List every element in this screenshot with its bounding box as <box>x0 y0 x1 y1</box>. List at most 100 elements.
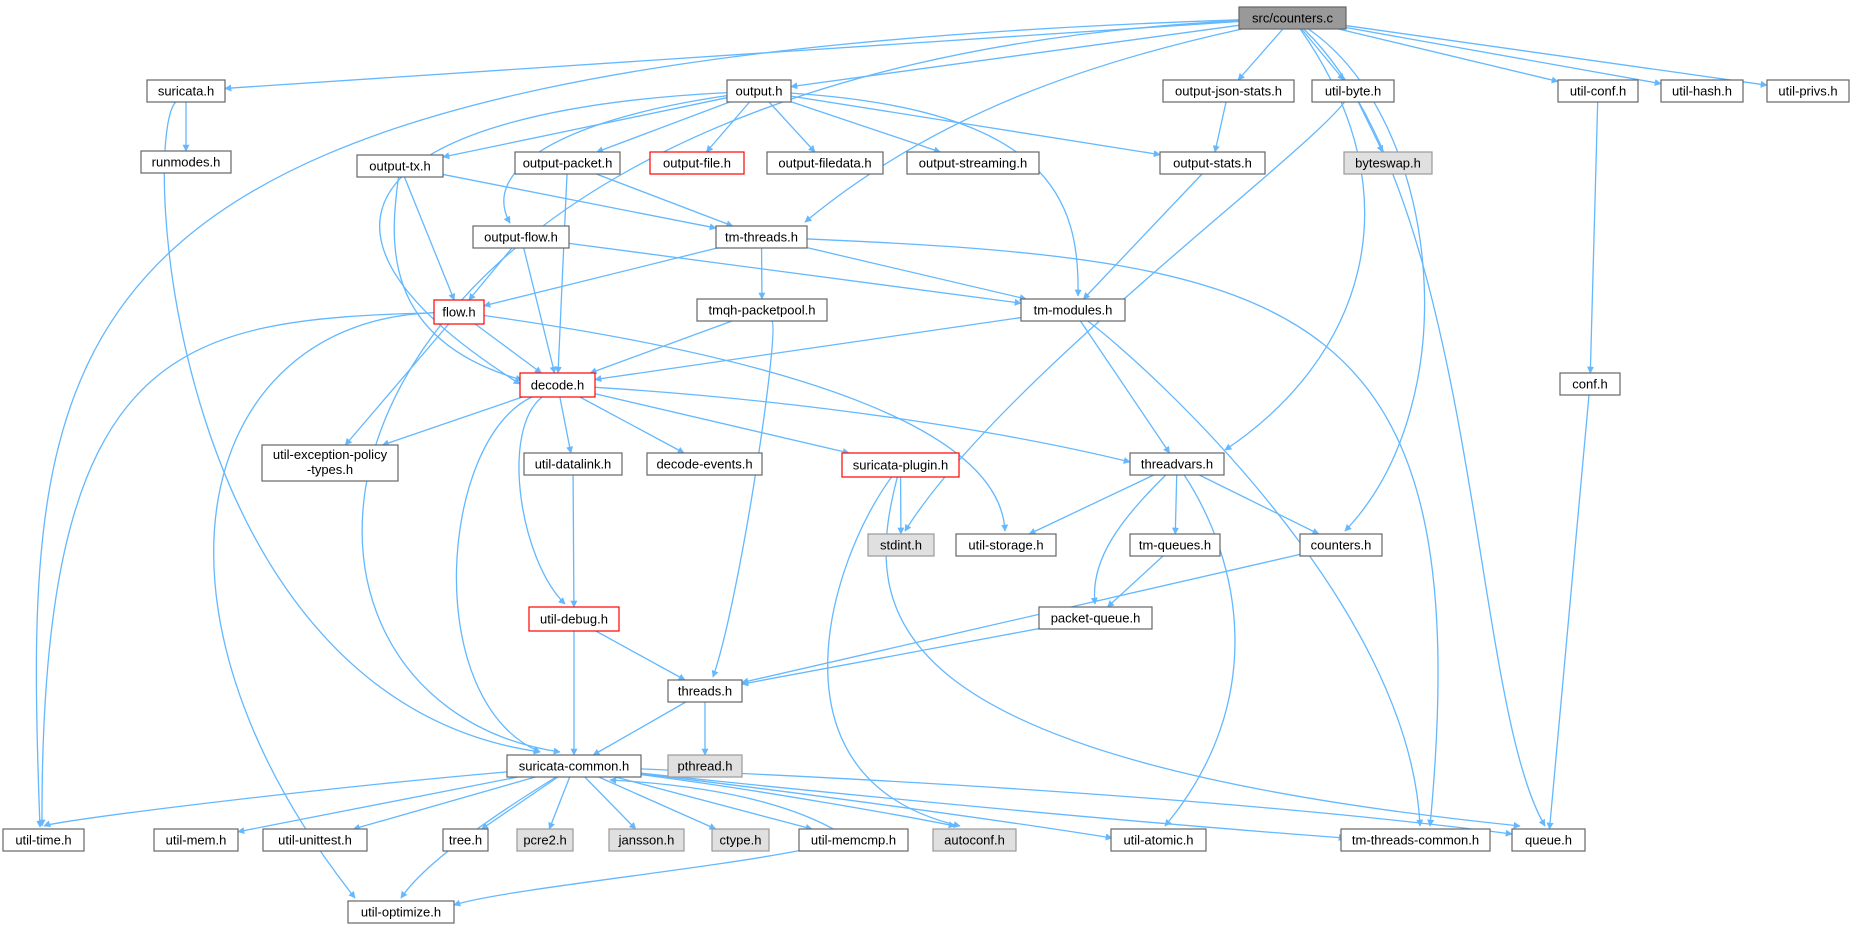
edge-decode-h-to-threadvars-h <box>594 386 1131 464</box>
node-output-tx-h[interactable]: output-tx.h <box>356 154 444 178</box>
node-label: threads.h <box>678 684 732 699</box>
node-decode-h[interactable]: decode.h <box>519 372 596 398</box>
node-util-storage-h[interactable]: util-storage.h <box>955 533 1057 557</box>
node-pthread-h[interactable]: pthread.h <box>667 754 743 778</box>
edge-tm-modules-h-to-threadvars-h <box>1079 320 1171 454</box>
node-box <box>153 828 239 852</box>
node-autoconf-h[interactable]: autoconf.h <box>932 828 1017 852</box>
edge-decode-h-to-util-debug-h <box>518 396 566 605</box>
node-util-hash-h[interactable]: util-hash.h <box>1660 79 1744 103</box>
node-util-privs-h[interactable]: util-privs.h <box>1766 79 1850 103</box>
node-label: output-streaming.h <box>919 156 1027 171</box>
node-output-flow-h[interactable]: output-flow.h <box>472 225 570 249</box>
edge-util-memcmp-h-to-suricata-common-h <box>609 776 834 830</box>
node-util-debug-h[interactable]: util-debug.h <box>528 606 620 632</box>
node-threads-h[interactable]: threads.h <box>667 679 743 703</box>
edge-tm-threads-h-to-tm-threads-common-h <box>806 238 1439 827</box>
node-box <box>1162 79 1295 103</box>
node-jansson-h[interactable]: jansson.h <box>608 828 685 852</box>
node-util-datalink-h[interactable]: util-datalink.h <box>523 452 623 476</box>
node-box <box>516 828 574 852</box>
node-box <box>766 151 884 175</box>
node-output-file-h[interactable]: output-file.h <box>649 151 745 175</box>
node-label: util-datalink.h <box>535 457 612 472</box>
node-label: output-stats.h <box>1173 156 1252 171</box>
node-counters-h[interactable]: counters.h <box>1299 533 1383 557</box>
node-util-time-h[interactable]: util-time.h <box>2 828 85 852</box>
node-label: util-atomic.h <box>1123 833 1193 848</box>
edge-decode-h-to-util-datalink-h <box>559 396 574 454</box>
node-output-stats-h[interactable]: output-stats.h <box>1159 151 1266 175</box>
node-output-json-stats-h[interactable]: output-json-stats.h <box>1162 79 1295 103</box>
node-label: util-privs.h <box>1778 84 1837 99</box>
node-pcre2-h[interactable]: pcre2.h <box>516 828 574 852</box>
node-packet-queue-h[interactable]: packet-queue.h <box>1038 606 1153 630</box>
node-tmqh-packetpool-h[interactable]: tmqh-packetpool.h <box>696 298 828 322</box>
node-label: jansson.h <box>618 833 675 848</box>
node-tm-threads-h[interactable]: tm-threads.h <box>715 225 808 249</box>
edge-src-counters-c-to-util-hash-h <box>1345 26 1662 87</box>
node-tm-queues-h[interactable]: tm-queues.h <box>1129 533 1221 557</box>
edge-decode-h-to-decode-events-h <box>579 396 685 454</box>
node-box <box>146 79 226 103</box>
node-util-mem-h[interactable]: util-mem.h <box>153 828 239 852</box>
edge-flow-h-to-util-time-h <box>38 312 435 827</box>
node-stdint-h[interactable]: stdint.h <box>867 533 935 557</box>
node-output-filedata-h[interactable]: output-filedata.h <box>766 151 884 175</box>
node-conf-h[interactable]: conf.h <box>1559 372 1621 396</box>
node-threadvars-h[interactable]: threadvars.h <box>1129 452 1225 476</box>
node-ctype-h[interactable]: ctype.h <box>711 828 770 852</box>
node-label: output-tx.h <box>369 159 430 174</box>
node-box <box>1038 606 1153 630</box>
edge-suricata-common-h-to-pcre2-h <box>548 776 571 830</box>
edge-util-memcmp-h-to-util-optimize-h <box>453 850 800 907</box>
node-tm-threads-common-h[interactable]: tm-threads-common.h <box>1340 828 1491 852</box>
node-output-streaming-h[interactable]: output-streaming.h <box>906 151 1040 175</box>
node-box <box>140 150 232 174</box>
node-flow-h[interactable]: flow.h <box>433 299 485 325</box>
node-src-counters-c[interactable]: src/counters.c <box>1238 6 1347 30</box>
node-label: packet-queue.h <box>1051 611 1141 626</box>
edge-output-h-to-output-filedata-h <box>768 101 816 153</box>
node-box <box>519 372 596 398</box>
node-box <box>667 754 743 778</box>
node-tree-h[interactable]: tree.h <box>442 828 489 852</box>
node-label: decode.h <box>531 378 585 393</box>
node-label: tm-queues.h <box>1139 538 1211 553</box>
node-label: flow.h <box>442 305 475 320</box>
edge-tm-modules-h-to-decode-h <box>594 316 1022 383</box>
node-box <box>1557 79 1639 103</box>
node-util-byte-h[interactable]: util-byte.h <box>1311 79 1395 103</box>
node-suricata-common-h[interactable]: suricata-common.h <box>506 754 642 778</box>
edge-flow-h-to-decode-h <box>474 323 542 374</box>
edge-util-datalink-h-to-util-debug-h <box>570 474 578 608</box>
node-box <box>433 299 485 325</box>
node-byteswap-h[interactable]: byteswap.h <box>1343 151 1433 175</box>
node-box <box>867 533 935 557</box>
node-label: suricata-common.h <box>519 759 630 774</box>
node-util-unittest-h[interactable]: util-unittest.h <box>262 828 368 852</box>
node-util-optimize-h[interactable]: util-optimize.h <box>347 900 455 924</box>
node-suricata-h[interactable]: suricata.h <box>146 79 226 103</box>
edge-suricata-plugin-h-to-queue-h <box>885 476 1521 829</box>
node-util-atomic-h[interactable]: util-atomic.h <box>1110 828 1207 852</box>
node-box <box>1129 533 1221 557</box>
node-output-h[interactable]: output.h <box>726 79 792 103</box>
node-output-packet-h[interactable]: output-packet.h <box>514 151 621 175</box>
node-box <box>347 900 455 924</box>
node-box <box>2 828 85 852</box>
node-label-line: util-exception-policy <box>273 447 388 462</box>
node-decode-events-h[interactable]: decode-events.h <box>646 452 763 476</box>
node-util-exception-policy-types-h[interactable]: util-exception-policy-types.h <box>261 444 399 482</box>
edge-output-stats-h-to-tm-modules-h <box>1082 173 1203 300</box>
node-util-conf-h[interactable]: util-conf.h <box>1557 79 1639 103</box>
node-queue-h[interactable]: queue.h <box>1511 828 1586 852</box>
edge-suricata-common-h-to-util-mem-h <box>237 776 518 835</box>
edge-flow-h-to-util-exception-policy-types-h <box>344 323 450 446</box>
node-box <box>646 452 763 476</box>
node-box <box>1766 79 1850 103</box>
node-util-memcmp-h[interactable]: util-memcmp.h <box>798 828 909 852</box>
node-runmodes-h[interactable]: runmodes.h <box>140 150 232 174</box>
node-tm-modules-h[interactable]: tm-modules.h <box>1020 298 1126 322</box>
node-suricata-plugin-h[interactable]: suricata-plugin.h <box>841 452 960 478</box>
